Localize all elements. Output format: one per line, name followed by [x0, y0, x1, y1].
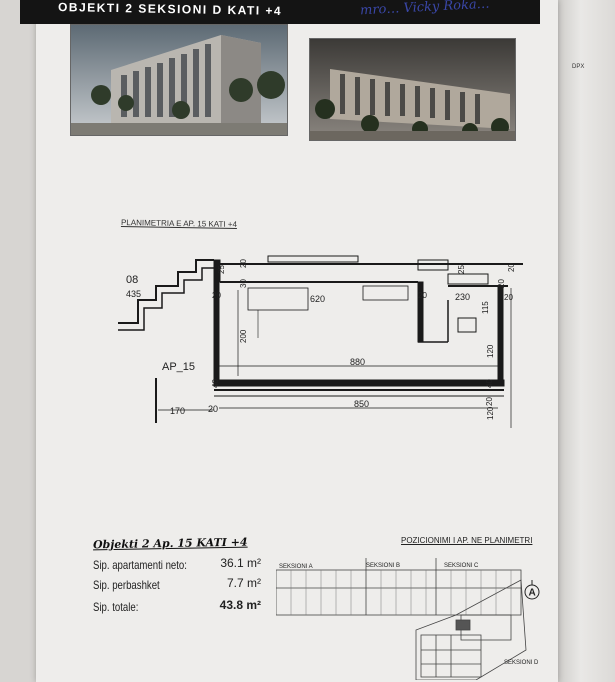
section-c-label: SEKSIONI C: [444, 563, 479, 569]
info-value-totale: 43.8 m²: [219, 598, 261, 612]
dim-20-a: 20: [212, 291, 221, 300]
info-label-neto: Sip. apartamenti neto:: [93, 558, 187, 572]
room-label: AP_15: [162, 361, 195, 373]
dim-20-d: 20: [497, 279, 506, 288]
info-label-perbashket: Sip. perbashket: [93, 578, 160, 592]
dim-170: 170: [170, 406, 185, 416]
section-a-label: SEKSIONI A: [279, 564, 313, 570]
dim-20-c: 20: [418, 291, 427, 300]
dim-40-b: 40: [211, 379, 220, 388]
dim-120-b: 120: [486, 406, 495, 420]
dim-115: 115: [481, 301, 490, 314]
dim-30: 30: [239, 279, 248, 288]
positioning-title: POZICIONIMI I AP. NE PLANIMETRI: [401, 536, 533, 545]
rendering-photo-1: [70, 24, 288, 136]
section-d-label: SEKSIONI D: [504, 660, 539, 666]
dim-20-e: 20: [504, 293, 513, 302]
dim-20-h: 20: [485, 397, 494, 406]
binder-edge: [558, 0, 615, 682]
north-label: A: [529, 588, 536, 599]
section-b-label: SEKSIONI B: [366, 563, 400, 569]
dim-40-a: 40: [485, 379, 494, 388]
dim-25-a: 25: [217, 265, 226, 274]
north-arrow-icon: A: [524, 580, 540, 600]
dim-230: 230: [455, 292, 470, 302]
dim-620: 620: [310, 294, 325, 304]
site-positioning-plan: SEKSIONI A SEKSIONI B SEKSIONI C SEKSION…: [276, 558, 540, 680]
rendering-photo-2: [309, 38, 516, 141]
info-value-neto: 36.1 m²: [220, 556, 261, 570]
dim-25-b: 25: [457, 265, 466, 274]
dim-200: 200: [239, 329, 248, 343]
header-bar: [20, 0, 540, 24]
info-label-totale: Sip. totale:: [93, 600, 139, 614]
neighbor-label: 08: [126, 274, 138, 286]
dim-20-g: 20: [208, 404, 218, 414]
floor-plan: 08 435 620 230 200 AP_15 880 850 170 120…: [118, 255, 523, 428]
dim-20-f: 20: [507, 263, 516, 272]
edge-label: DPX: [572, 64, 585, 70]
info-title: Objekti 2 Ap. 15 KATI +4: [92, 535, 248, 552]
dim-120-a: 120: [486, 344, 495, 358]
dim-880: 880: [350, 357, 365, 367]
dim-850: 850: [354, 399, 369, 409]
dim-435: 435: [126, 289, 141, 299]
info-value-perbashket: 7.7 m²: [226, 576, 261, 590]
dim-20-b: 20: [239, 259, 248, 268]
